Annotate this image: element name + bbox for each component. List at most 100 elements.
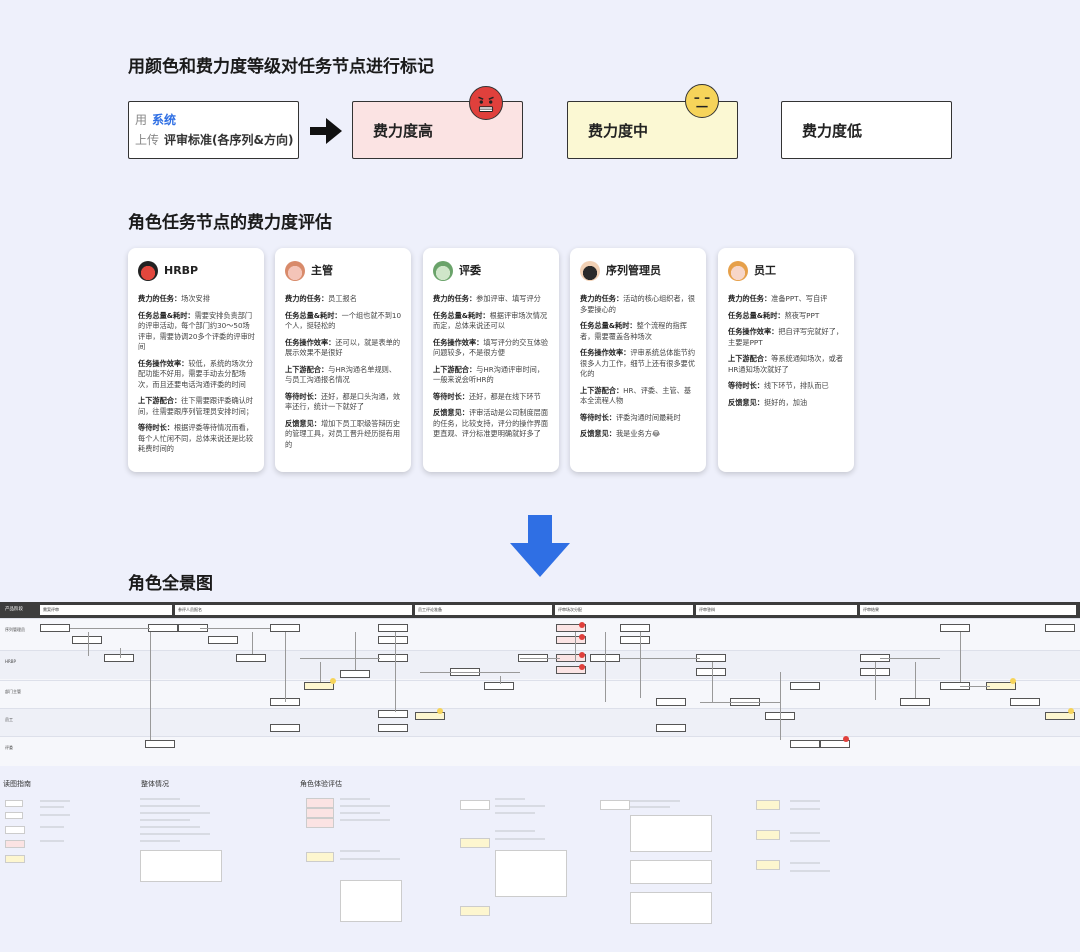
effort-face-icon [437, 708, 443, 714]
card-item-key: 任务总量&耗时： [433, 310, 490, 320]
swimlane-head-label: 产品阶段 [5, 607, 23, 612]
card-item-value: 准备PPT、写自评 [771, 294, 828, 303]
flow-connector [285, 632, 286, 702]
task-node [378, 636, 408, 644]
task-node [208, 636, 238, 644]
thumbnail-text-line [495, 830, 535, 832]
task-node [556, 666, 586, 674]
thumbnail-text-line [495, 838, 545, 840]
flow-connector [620, 658, 700, 659]
effort-face-icon [579, 634, 585, 640]
hrbp-avatar [138, 261, 158, 281]
swimlane-stage: 参评人员报名 [175, 605, 412, 615]
card-item-value: 与HR沟通名单规则、与员工沟通报名情况 [285, 364, 397, 385]
task-node [415, 712, 445, 720]
card-item: 任务操作效率：还可以，就是表单的展示效果不是很好 [285, 338, 402, 359]
card-item-key: 任务操作效率： [433, 337, 484, 347]
flow-connector [780, 672, 781, 740]
thumbnail-text-line [495, 812, 535, 814]
card-item-value: 评委沟通时间最耗时 [615, 412, 681, 422]
card-item-value: 活动的核心组织者，很多要操心的 [580, 294, 696, 314]
flow-connector [880, 658, 940, 659]
card-item-value: 根据评审场次情况而定，总体来说还可以 [433, 310, 548, 331]
card-item-value: 评审活动是公司制度层面的任务，比较支持，评分的操作界面更直观、评分标准更明确就好… [433, 408, 549, 438]
admin-avatar [580, 261, 600, 281]
card-item: 上下游配合：往下需要跟评委确认时间，往需要跟序列管理员安排时间； [138, 396, 255, 417]
card-item-key: 等待时长： [433, 391, 469, 401]
task-node [378, 724, 408, 732]
thumbnail-block [5, 855, 25, 863]
task-node [696, 668, 726, 676]
card-item-value: 场次安排 [181, 294, 210, 303]
card-item-key: 任务总量&耗时： [138, 310, 195, 320]
legend-sys-name: 系统 [152, 113, 177, 127]
card-item-value: 还可以，就是表单的展示效果不是很好 [285, 337, 401, 358]
flow-connector [605, 632, 606, 702]
flow-connector [150, 632, 151, 740]
card-item-key: 任务操作效率： [728, 327, 779, 336]
thumbnail-block [460, 800, 490, 810]
card-item-value: HR、评委、主管、基本全流程人物 [580, 385, 692, 406]
effort-face-icon [579, 652, 585, 658]
thumb-title-overall: 整体情况 [141, 780, 169, 788]
task-node [1045, 624, 1075, 632]
thumbnail-block [630, 815, 712, 852]
card-item-value: 我是业务方😂 [615, 429, 661, 438]
task-node [900, 698, 930, 706]
thumbnail-text-line [140, 812, 210, 814]
task-node [696, 654, 726, 662]
card-item: 等待时长：线下环节，排队而已 [728, 381, 845, 392]
task-node [620, 636, 650, 644]
card-item-key: 费力的任务： [728, 294, 772, 303]
thumbnail-text-line [630, 800, 680, 802]
swimlane-stage: 评审场次分配 [555, 605, 693, 615]
card-item: 任务操作效率：评审系统总体能节约很多人力工作，细节上还有很多要优化的 [580, 348, 697, 380]
thumb-title-guide: 读图指南 [3, 780, 31, 788]
card-item: 费力的任务：场次安排 [138, 294, 255, 305]
task-node [1045, 712, 1075, 720]
card-item-value: 等系统通知场次，或者HR通知场次就好了 [728, 354, 844, 374]
card-item: 等待时长：还好，都是在线下环节 [433, 392, 550, 403]
effort-face-icon [1010, 678, 1016, 684]
card-item-key: 任务操作效率： [138, 358, 189, 368]
card-item: 上下游配合：等系统通知场次，或者HR通知场次就好了 [728, 354, 845, 375]
thumbnail-text-line [40, 826, 64, 828]
angry-face-icon [469, 86, 503, 120]
task-node [620, 624, 650, 632]
thumbnail-text-line [790, 832, 820, 834]
card-item: 费力的任务：参加评审、填写评分 [433, 294, 550, 305]
flow-connector [520, 658, 560, 659]
card-item-value: 评审系统总体能节约很多人力工作，细节上还有很多要优化的 [580, 348, 696, 378]
thumbnail-text-line [790, 870, 830, 872]
card-item-value: 填写评分的交互体验问题较多，不是很方便 [433, 337, 549, 358]
swimlane-row-label: 评委 [5, 745, 13, 750]
card-item-key: 费力的任务： [138, 294, 182, 303]
card-item: 上下游配合：与HR沟通评审时间，一般来说会听HR的 [433, 365, 550, 386]
card-item-key: 等待时长： [728, 381, 764, 390]
legend-effort-low-label: 费力度低 [802, 121, 863, 140]
task-node [270, 724, 300, 732]
role-card-header: 序列管理员 [580, 260, 697, 282]
thumbnail-block [495, 850, 567, 897]
card-item-key: 等待时长： [285, 391, 321, 401]
thumbnail-text-line [140, 833, 210, 835]
thumbnail-block [140, 850, 222, 882]
thumbnail-block [5, 826, 25, 834]
card-item-value: 较低，系统的场次分配功能不好用，需要手动去分配场次，而且还要电话沟通评委的时间 [138, 358, 254, 389]
task-node [378, 654, 408, 662]
legend-sys-prefix: 用 [135, 113, 148, 127]
card-item-key: 等待时长： [580, 412, 616, 422]
task-node [104, 654, 134, 662]
effort-face-icon [843, 736, 849, 742]
role-card-header: HRBP [138, 260, 255, 282]
employee-avatar [728, 261, 748, 281]
card-item: 反馈意见：增加下员工职级答辩历史的管理工具，对员工晋升经历挺有用的 [285, 419, 402, 451]
swimlane-stage: 需案评审 [40, 605, 172, 615]
card-item-value: 增加下员工职级答辩历史的管理工具，对员工晋升经历挺有用的 [285, 418, 401, 449]
swimlane-row-label: HRBP [5, 659, 16, 664]
card-item-value: 整个流程的指挥者，需要覆盖各种场次 [580, 321, 687, 341]
thumbnail-block [630, 892, 712, 924]
legend-system-task-node: 用系统 上传评审标准(各序列&方向) [128, 101, 299, 159]
card-item: 任务总量&耗时：根据评审场次情况而定，总体来说还可以 [433, 311, 550, 332]
